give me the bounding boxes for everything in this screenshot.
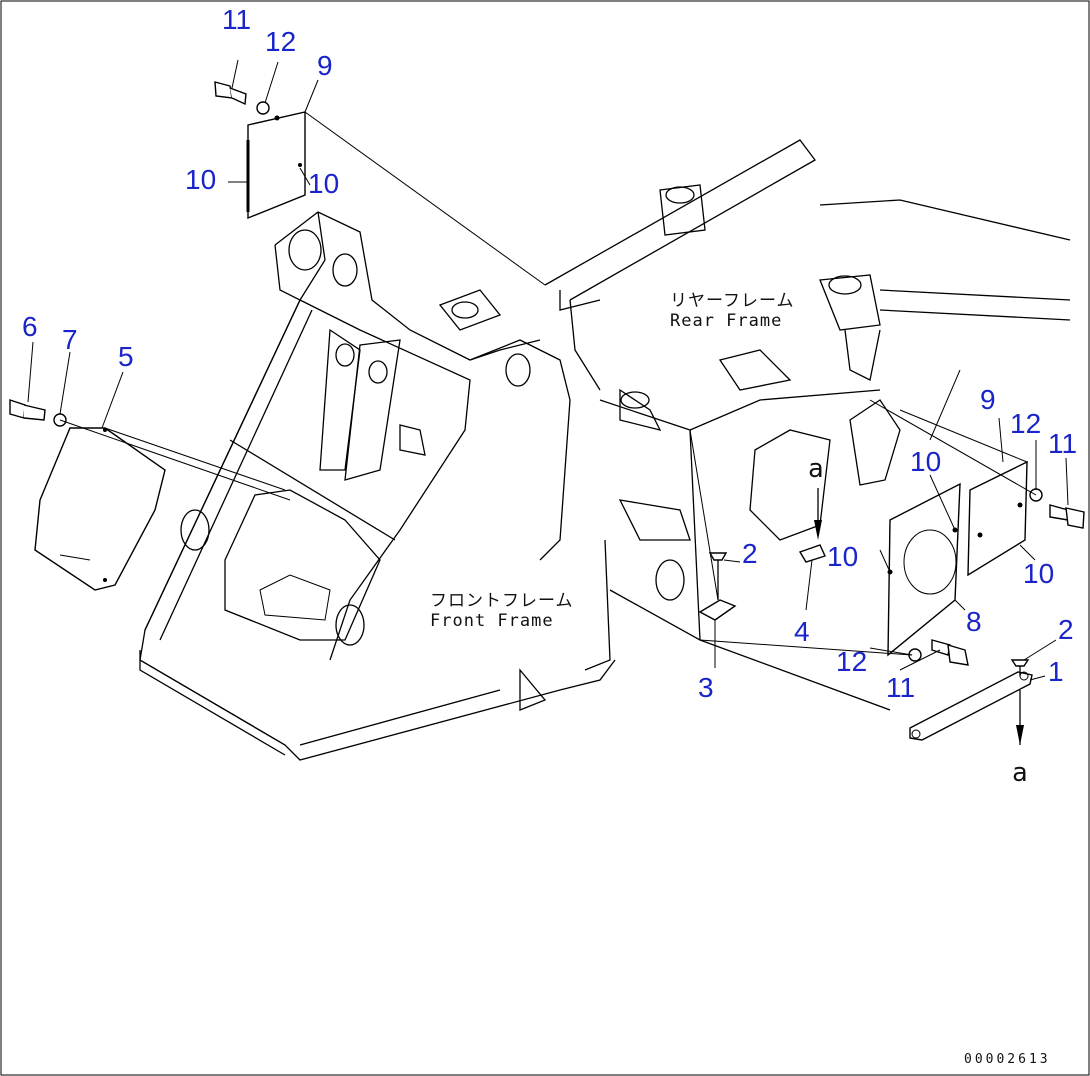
rear-frame-label-en: Rear Frame xyxy=(670,310,783,331)
callout-3: 3 xyxy=(698,672,714,703)
screw-left xyxy=(708,552,728,600)
callout-2-right: 2 xyxy=(1058,614,1074,645)
view-arrow-top xyxy=(814,488,822,540)
callout-10-mid: 10 xyxy=(910,446,942,477)
view-arrow-bottom xyxy=(1016,690,1024,745)
callout-10-right: 10 xyxy=(1023,558,1055,589)
leader-lines xyxy=(27,59,1069,681)
bolt-lower xyxy=(931,639,969,666)
view-marker-a-top: a xyxy=(808,454,824,484)
callout-5: 5 xyxy=(118,341,134,372)
callout-11-lower: 11 xyxy=(886,672,916,703)
front-frame-label-jp: フロントフレーム xyxy=(430,591,574,611)
callout-6: 6 xyxy=(22,311,38,342)
callout-12-top: 12 xyxy=(265,26,297,57)
front-frame-label-en: Front Frame xyxy=(430,610,554,631)
bracket-4 xyxy=(798,544,826,563)
callout-11-top: 11 xyxy=(222,4,252,35)
callout-12-lower: 12 xyxy=(836,646,868,677)
bolt-right xyxy=(1049,504,1085,529)
bolt-top xyxy=(214,81,247,106)
callout-1: 1 xyxy=(1048,656,1064,687)
cover-plate-right xyxy=(967,460,1028,577)
bolt-left xyxy=(9,399,46,421)
callout-7: 7 xyxy=(62,324,78,355)
callout-10-top-left: 10 xyxy=(185,164,217,195)
callout-4: 4 xyxy=(794,616,810,647)
callout-9-right: 9 xyxy=(980,384,996,415)
cover-plate-top xyxy=(246,111,306,220)
screw-right xyxy=(1010,659,1030,676)
document-number: 00002613 xyxy=(964,1052,1051,1067)
view-marker-a-bottom: a xyxy=(1012,758,1028,788)
callout-10-top-right: 10 xyxy=(308,168,340,199)
callout-11-right: 11 xyxy=(1048,428,1078,459)
rear-frame-label: リヤーフレーム Rear Frame xyxy=(670,291,795,331)
callout-8: 8 xyxy=(966,606,982,637)
cover-plate-left xyxy=(34,427,166,591)
plate-3 xyxy=(698,599,737,621)
front-frame-label: フロントフレーム Front Frame xyxy=(430,591,574,631)
rear-frame-label-jp: リヤーフレーム xyxy=(670,291,795,311)
front-frame xyxy=(139,211,616,761)
plate-8 xyxy=(887,482,961,657)
callout-2-left: 2 xyxy=(742,538,758,569)
callout-10-left: 10 xyxy=(827,541,859,572)
callout-12-right: 12 xyxy=(1010,408,1042,439)
callout-9-top: 9 xyxy=(317,50,333,81)
washer-top xyxy=(256,101,270,115)
link-plate xyxy=(909,671,1033,741)
